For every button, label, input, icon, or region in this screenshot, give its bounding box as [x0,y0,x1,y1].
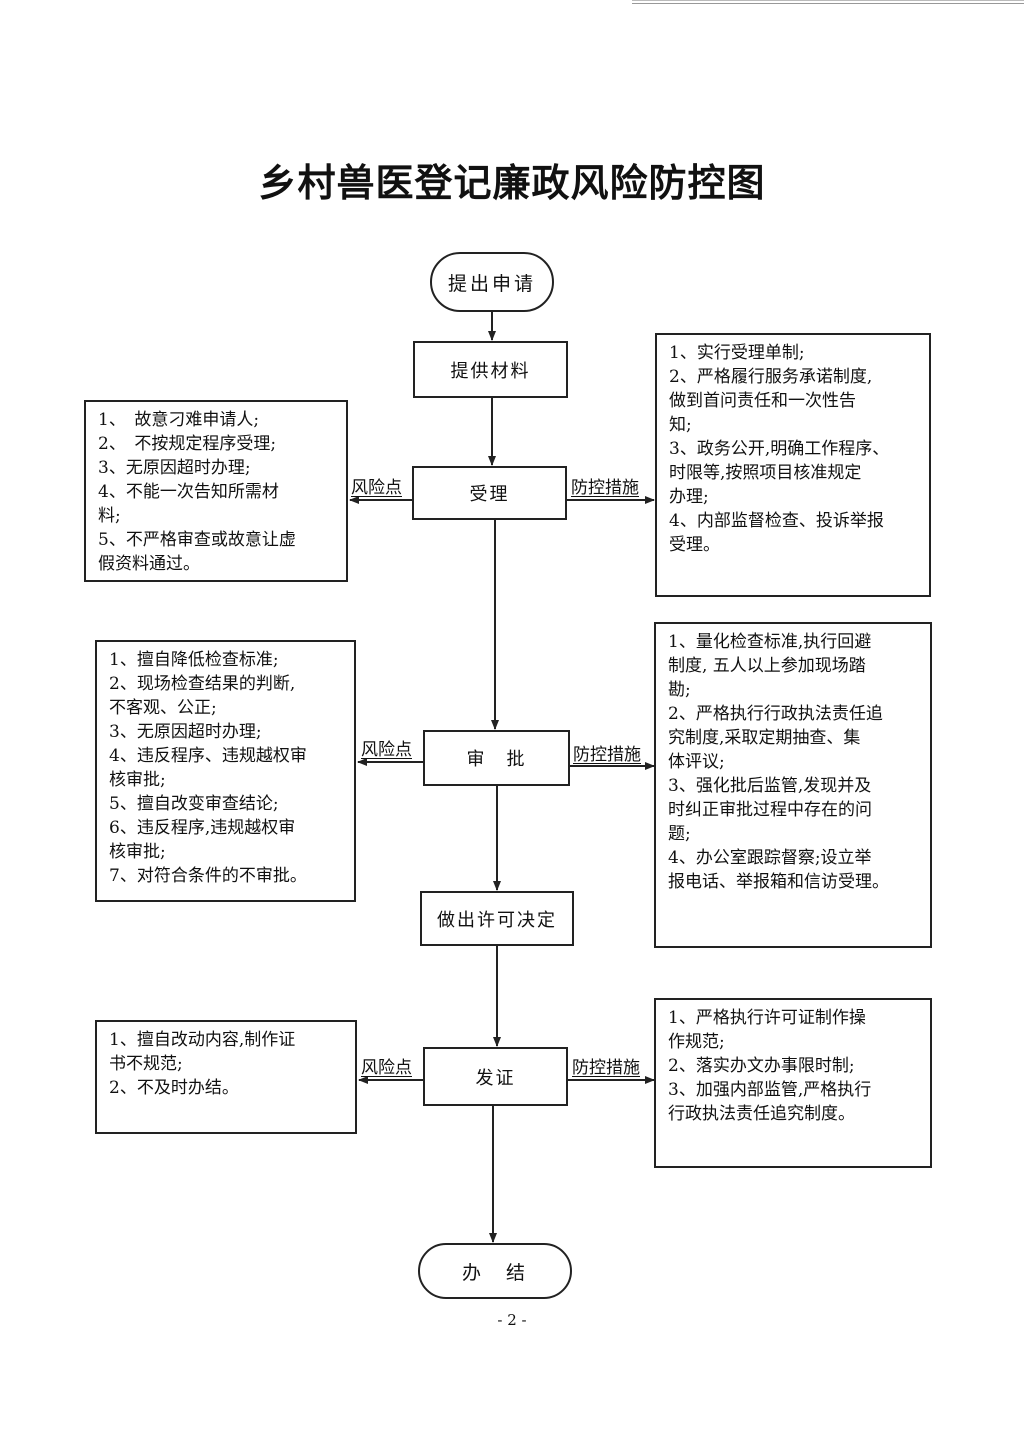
issue-control-line: 1、严格执行许可证制作操 [668,1008,866,1028]
accept-control-line: 做到首问责任和一次性告 [669,391,856,411]
approve-risk-label: 风险点 [361,740,412,760]
issue-risk-label: 风险点 [361,1058,412,1078]
issue-box: 发证 [423,1047,568,1106]
accept-risk-line: 4、不能一次告知所需材 [98,482,279,502]
issue-risk-line: 1、擅自改动内容,制作证 [109,1030,296,1050]
approve-control-line: 3、强化批后监管,发现并及 [668,776,872,796]
approve-box: 审 批 [423,730,570,786]
decision-label: 做出许可决定 [437,909,557,931]
approve-label: 审 批 [466,749,527,770]
approve-control-line: 时纠正审批过程中存在的问 [668,800,872,820]
approve-control-box: 1、量化检查标准,执行回避 制度, 五人以上参加现场踏 勘; 2、严格执行行政执… [654,622,932,948]
approve-risk-line: 核审批; [109,842,166,862]
approve-risk-line: 1、擅自降低检查标准; [109,650,279,670]
accept-risk-line: 假资料通过。 [98,554,200,574]
page-number: - 2 - [497,1311,527,1329]
page-title: 乡村兽医登记廉政风险防控图 [258,161,766,205]
issue-risk-line: 2、不及时办结。 [109,1078,239,1098]
approve-risk-line: 不客观、公正; [109,698,217,718]
issue-control-label: 防控措施 [572,1058,640,1078]
accept-control-line: 受理。 [669,535,720,555]
accept-control-line: 4、内部监督检查、投诉举报 [669,511,884,531]
decision-box: 做出许可决定 [420,891,574,946]
approve-risk-line: 6、违反程序,违规越权审 [109,818,296,838]
accept-control-line: 时限等,按照项目核准规定 [669,463,862,483]
issue-risk-line: 书不规范; [109,1054,183,1074]
start-label: 提出申请 [447,272,536,295]
issue-label: 发证 [475,1067,516,1089]
approve-control-line: 体评议; [668,752,725,772]
accept-control-box: 1、实行受理单制; 2、严格履行服务承诺制度, 做到首问责任和一次性告 知; 3… [655,333,931,597]
accept-box: 受理 [412,466,567,520]
approve-control-label: 防控措施 [573,745,641,765]
accept-risk-box: 1、 故意刁难申请人; 2、 不按规定程序受理; 3、无原因超时办理; 4、不能… [84,400,348,582]
accept-risk-label: 风险点 [351,478,402,498]
accept-label: 受理 [469,484,510,505]
approve-risk-line: 5、擅自改变审查结论; [109,794,279,814]
accept-control-line: 办理; [669,487,709,507]
approve-control-line: 究制度,采取定期抽查、集 [668,728,861,748]
issue-risk-box: 1、擅自改动内容,制作证 书不规范; 2、不及时办结。 [95,1020,357,1134]
accept-control-label: 防控措施 [571,478,639,498]
issue-control-line: 2、落实办文办事限时制; [668,1056,855,1076]
approve-control-line: 题; [668,824,691,844]
accept-control-line: 2、严格履行服务承诺制度, [669,367,873,387]
accept-control-line: 知; [669,415,692,435]
approve-risk-line: 2、现场检查结果的判断, [109,674,296,694]
approve-risk-box: 1、擅自降低检查标准; 2、现场检查结果的判断, 不客观、公正; 3、无原因超时… [95,640,356,902]
approve-control-line: 制度, 五人以上参加现场踏 [668,656,866,676]
end-terminal: 办 结 [418,1243,572,1299]
approve-risk-line: 4、违反程序、违规越权审 [109,746,307,766]
accept-risk-line: 5、不严格审查或故意让虚 [98,530,296,550]
issue-control-line: 行政执法责任追究制度。 [668,1104,855,1124]
issue-control-line: 作规范; [668,1032,725,1052]
end-label: 办 结 [461,1261,528,1284]
provide-materials-box: 提供材料 [413,341,568,398]
accept-risk-line: 1、 故意刁难申请人; [98,410,260,430]
accept-risk-line: 2、 不按规定程序受理; [98,434,277,454]
approve-control-line: 勘; [668,680,691,700]
approve-risk-line: 3、无原因超时办理; [109,722,262,742]
provide-materials-label: 提供材料 [450,360,531,382]
approve-control-line: 2、严格执行行政执法责任追 [668,704,883,724]
scan-edge-rule [632,0,1024,4]
start-terminal: 提出申请 [430,252,554,312]
approve-control-line: 报电话、举报箱和信访受理。 [668,872,889,892]
approve-control-line: 1、量化检查标准,执行回避 [668,632,872,652]
approve-control-line: 4、办公室跟踪督察;设立举 [668,848,872,868]
accept-control-line: 1、实行受理单制; [669,343,805,363]
approve-risk-line: 核审批; [109,770,166,790]
approve-risk-line: 7、对符合条件的不审批。 [109,866,307,886]
issue-control-box: 1、严格执行许可证制作操 作规范; 2、落实办文办事限时制; 3、加强内部监管,… [654,998,932,1168]
accept-control-line: 3、政务公开,明确工作程序、 [669,439,890,459]
accept-risk-line: 3、无原因超时办理; [98,458,251,478]
accept-risk-line: 料; [98,506,121,526]
issue-control-line: 3、加强内部监管,严格执行 [668,1080,872,1100]
